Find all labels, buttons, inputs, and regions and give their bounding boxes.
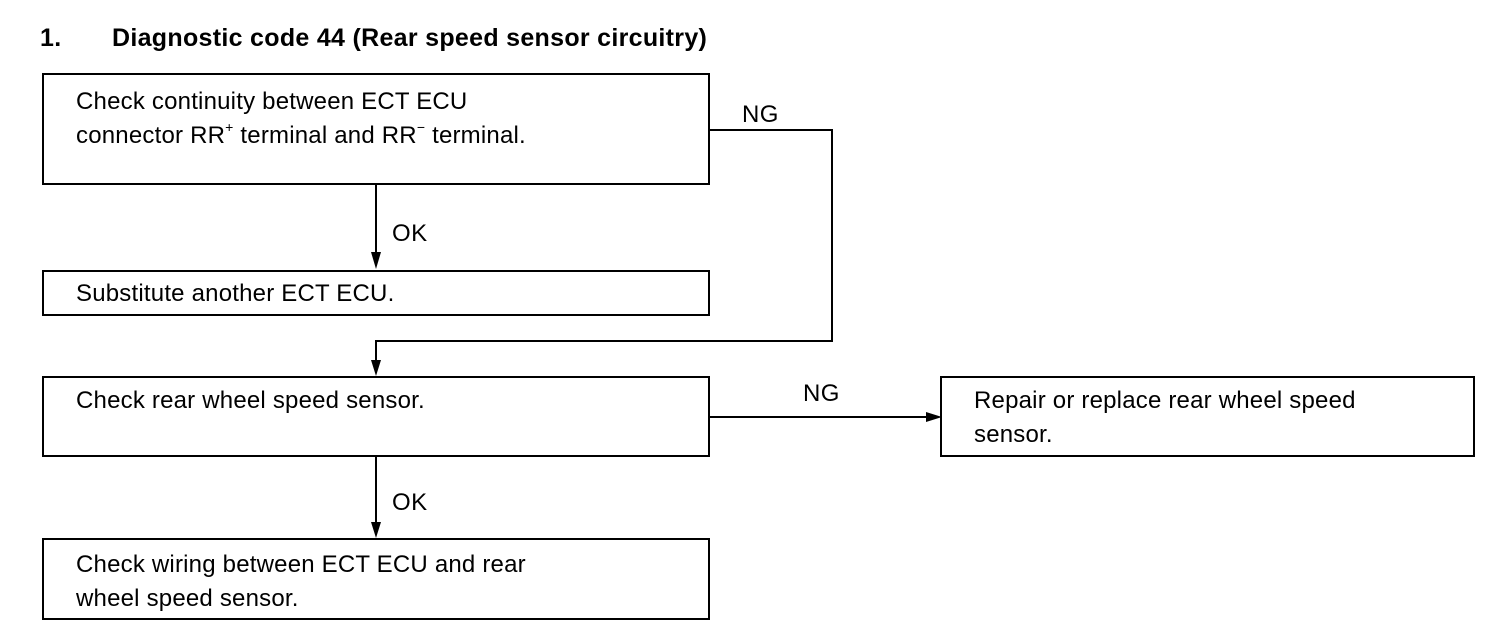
- check-wiring-line2: wheel speed sensor.: [76, 585, 299, 612]
- ng-right-connector-arrowhead: [926, 412, 942, 422]
- diagram-heading: 1. Diagnostic code 44 (Rear speed sensor …: [40, 24, 707, 53]
- ng-label-right: NG: [803, 380, 840, 407]
- check-wiring-box: Check wiring between ECT ECU and rear wh…: [42, 538, 710, 620]
- ok-label-bottom: OK: [392, 489, 428, 516]
- ok-connector-top-arrowhead: [371, 252, 381, 269]
- heading-number: 1.: [40, 24, 62, 52]
- repair-sensor-line1: Repair or replace rear wheel speed: [974, 387, 1356, 414]
- ng-connector-arrowhead: [371, 360, 381, 376]
- check-continuity-box: Check continuity between ECT ECU connect…: [42, 73, 710, 185]
- ng-label-top: NG: [742, 101, 779, 128]
- check-sensor-box: Check rear wheel speed sensor.: [42, 376, 710, 457]
- heading-title: Diagnostic code 44 (Rear speed sensor ci…: [112, 24, 708, 52]
- minus-superscript: −: [416, 119, 426, 135]
- ng-connector-line: [375, 129, 833, 362]
- ok-label-top: OK: [392, 220, 428, 247]
- check-sensor-line1: Check rear wheel speed sensor.: [76, 387, 425, 414]
- ok-connector-bottom-arrowhead: [371, 522, 381, 538]
- check-continuity-line1: Check continuity between ECT ECU: [76, 88, 468, 115]
- check-continuity-line2: connector RR+ terminal and RR− terminal.: [76, 119, 526, 149]
- substitute-ecu-box: Substitute another ECT ECU.: [42, 270, 710, 316]
- repair-sensor-box: Repair or replace rear wheel speed senso…: [940, 376, 1475, 457]
- substitute-ecu-line1: Substitute another ECT ECU.: [76, 280, 395, 307]
- repair-sensor-line2: sensor.: [974, 421, 1053, 448]
- plus-superscript: +: [225, 119, 234, 135]
- check-wiring-line1: Check wiring between ECT ECU and rear: [76, 551, 526, 578]
